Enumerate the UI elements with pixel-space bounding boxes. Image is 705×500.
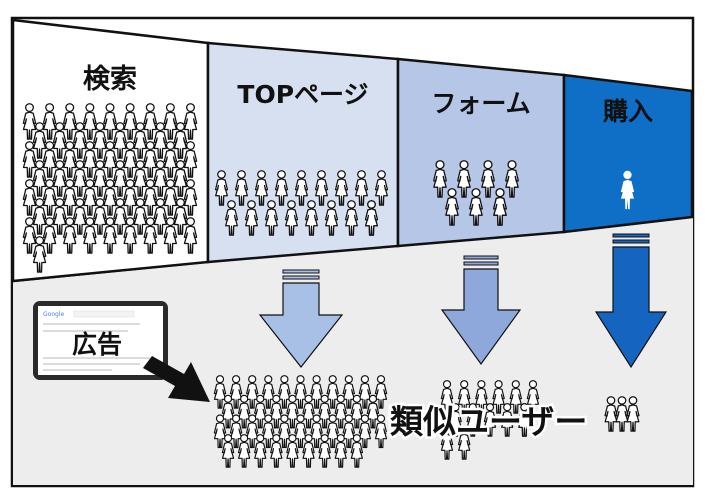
funnel-stage-form — [398, 59, 564, 246]
stage-label-purchase: 購入 — [603, 97, 653, 126]
ad-label: 広告 — [72, 330, 122, 359]
stage-label-form: フォーム — [431, 89, 530, 118]
similar-users-label: 類似ユーザー — [390, 402, 587, 441]
crowd-search — [23, 104, 196, 272]
stage-label-top-page: TOPページ — [237, 80, 368, 109]
similar-users-crowd-small — [605, 397, 639, 431]
stage-label-search: 検索 — [83, 64, 137, 95]
google-logo: Google — [43, 311, 64, 318]
